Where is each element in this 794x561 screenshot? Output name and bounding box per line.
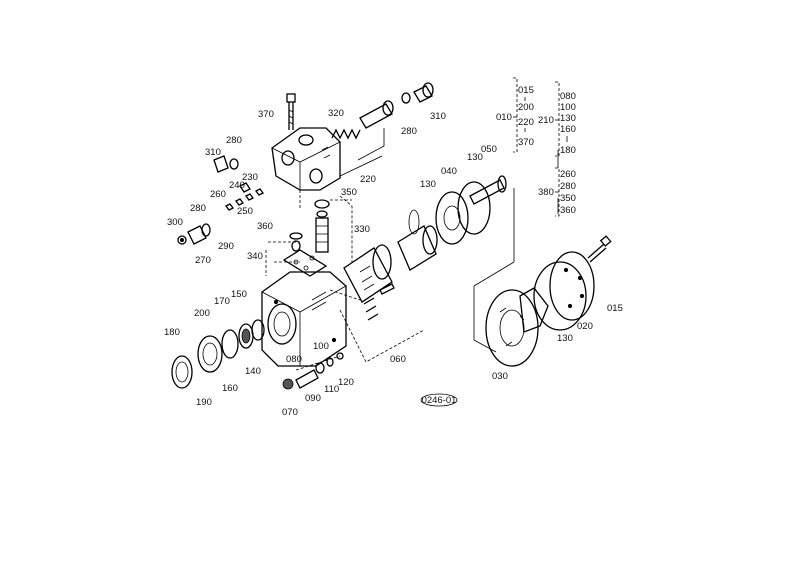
main-housing: [261, 271, 347, 367]
group-item: 260: [560, 169, 576, 180]
part-label: 110: [324, 384, 339, 395]
group-item: 370: [518, 137, 534, 148]
part-label: 280: [401, 126, 417, 137]
part-label: 090: [305, 393, 321, 404]
group-label: 210: [538, 115, 554, 126]
part-label: 230: [242, 172, 258, 183]
middle-valve-pieces: [282, 199, 330, 277]
part-label: 370: [258, 109, 274, 120]
part-label: 070: [282, 407, 298, 418]
spring-320: [331, 82, 434, 140]
part-label: 020: [577, 321, 593, 332]
group-item: 180: [560, 145, 576, 156]
part-label: 310: [430, 111, 446, 122]
group-item: 160: [560, 124, 576, 135]
part-label: 280: [226, 135, 242, 146]
part-label: 130: [557, 333, 573, 344]
part-label: 320: [328, 108, 344, 119]
part-label: 130: [467, 152, 483, 163]
part-label: 015: [607, 303, 623, 314]
part-label: 130: [420, 179, 436, 190]
upper-valve-block: [271, 127, 341, 191]
part-label: 150: [231, 289, 247, 300]
part-label: 100: [313, 341, 329, 352]
part-label: 170: [214, 296, 230, 307]
group-item: 360: [560, 205, 576, 216]
group-label: 010: [496, 112, 512, 123]
drawing-code-text: 0246-01: [422, 395, 457, 406]
part-label: 120: [338, 377, 354, 388]
part-label: 190: [196, 397, 212, 408]
part-label: 180: [164, 327, 180, 338]
part-label: 140: [245, 366, 261, 377]
part-label: 200: [194, 308, 210, 319]
part-labels: 370 320 280 310 280 310 230 240 220 260 …: [164, 108, 623, 418]
part-label: 160: [222, 383, 238, 394]
part-label: 310: [205, 147, 221, 158]
drawing-code-badge: 0246-01: [420, 393, 458, 407]
part-label: 240: [229, 180, 245, 191]
part-label: 280: [190, 203, 206, 214]
part-label: 220: [360, 174, 376, 185]
part-label: 330: [354, 224, 370, 235]
kit-group-010: 010 015 200 220 370: [496, 77, 534, 153]
part-label: 350: [341, 187, 357, 198]
group-item: 130: [560, 113, 576, 124]
left-plug-parts: [177, 155, 264, 245]
gerotor-group: [485, 235, 612, 367]
group-item: 220: [518, 117, 534, 128]
group-item: 080: [560, 91, 576, 102]
part-label: 340: [247, 251, 263, 262]
kit-group-210: 210 080 100 130 160 180: [538, 81, 576, 157]
part-label: 050: [481, 144, 497, 155]
part-label: 260: [210, 189, 226, 200]
kit-group-380: 380 260 280 350 360: [538, 167, 576, 217]
part-label: 040: [441, 166, 457, 177]
part-label: 360: [257, 221, 273, 232]
group-item: 280: [560, 181, 576, 192]
part-label: 300: [167, 217, 183, 228]
part-label: 270: [195, 255, 211, 266]
group-item: 100: [560, 102, 576, 113]
part-label: 080: [286, 354, 302, 365]
part-label: 290: [218, 241, 234, 252]
part-label: 060: [390, 354, 406, 365]
shaft-plate-group: [408, 175, 507, 245]
lower-small-parts: [282, 352, 344, 390]
group-item: 350: [560, 193, 576, 204]
part-label: 250: [237, 206, 253, 217]
bolt-370: [286, 93, 296, 130]
group-item: 015: [518, 85, 534, 96]
leader-lines: [265, 128, 559, 371]
part-label: 030: [492, 371, 508, 382]
group-label: 380: [538, 187, 554, 198]
group-item: 200: [518, 102, 534, 113]
sleeve-assembly: [343, 225, 438, 321]
left-face-parts: [171, 319, 265, 389]
